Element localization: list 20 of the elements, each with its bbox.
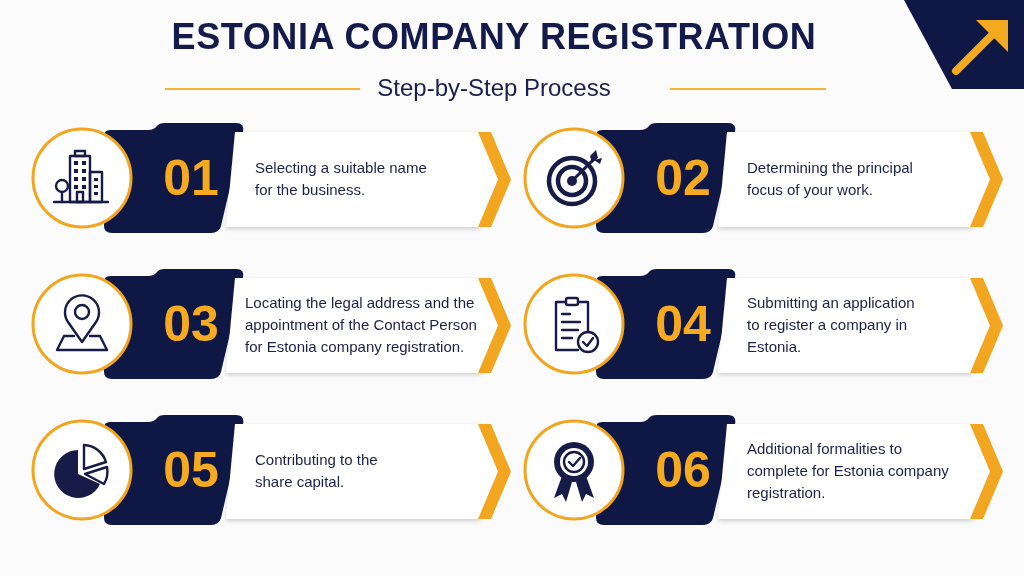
step-number: 05 — [163, 445, 219, 495]
step-number: 06 — [655, 445, 711, 495]
step-description: Additional formalities to complete for Estonia company registration. — [747, 439, 950, 503]
step-number: 03 — [163, 299, 219, 349]
step-card — [30, 122, 514, 234]
step-card — [30, 268, 514, 380]
step-card — [522, 268, 1006, 380]
step-description: Locating the legal address and the appointment of the Contact Person for Estonia company registration. — [245, 293, 477, 357]
step-number: 04 — [655, 299, 711, 349]
subtitle: Step-by-Step Process — [377, 74, 611, 101]
step-number: 02 — [655, 153, 711, 203]
step-number: 01 — [163, 153, 219, 203]
step-description: Contributing to the share capital. — [255, 450, 379, 492]
step-card — [30, 414, 514, 526]
title: ESTONIA COMPANY REGISTRATION — [171, 16, 817, 57]
step-description: Determining the principal focus of your work. — [747, 158, 914, 200]
step-description: Submitting an application to register a company in Estonia. — [747, 293, 916, 357]
step-description: Selecting a suitable name for the business. — [255, 158, 428, 200]
step-card — [522, 414, 1006, 526]
step-card — [522, 122, 1006, 234]
